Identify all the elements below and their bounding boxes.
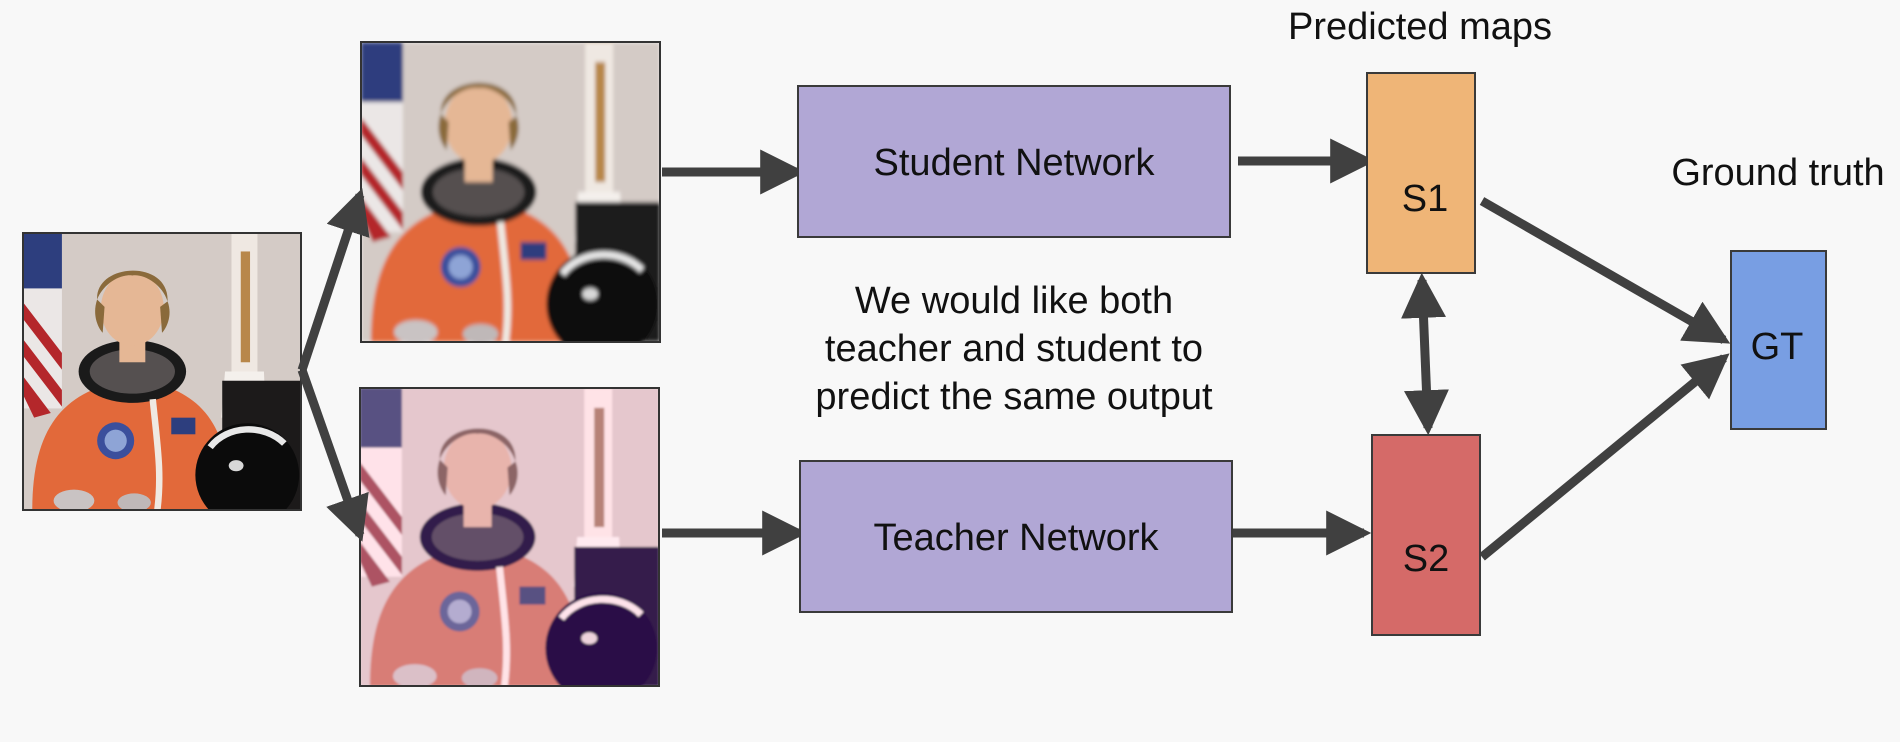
note-line-3: predict the same output: [815, 376, 1213, 418]
student-network-box: Student Network: [797, 85, 1231, 238]
s2-label: S2: [1403, 538, 1449, 580]
note-line-2: teacher and student to: [825, 328, 1203, 370]
student-network-label: Student Network: [874, 142, 1156, 184]
ground-truth-label: Ground truth: [1671, 152, 1884, 194]
input-image: [22, 232, 302, 511]
teacher-network-label: Teacher Network: [873, 517, 1159, 559]
s1-label: S1: [1402, 178, 1448, 220]
gt-label: GT: [1751, 326, 1804, 368]
low-res-image: [360, 41, 661, 343]
arrows: [297, 138, 1731, 561]
gt-map-box: GT: [1730, 250, 1827, 430]
note-line-1: We would like both: [855, 280, 1173, 322]
arrow-s2-to-gt: [1479, 353, 1730, 561]
teacher-network-box: Teacher Network: [799, 460, 1233, 613]
arrow-s1-s2-consistency: [1401, 272, 1449, 436]
predicted-maps-label: Predicted maps: [1288, 6, 1552, 48]
s1-map-box: S1: [1366, 72, 1476, 274]
s2-map-box: S2: [1371, 434, 1481, 636]
consistency-note: We would like both teacher and student t…: [815, 280, 1213, 418]
arrow-input-to-student-image: [297, 188, 370, 372]
teacher-image: [359, 387, 660, 687]
arrow-s1-to-gt: [1479, 197, 1731, 344]
arrow-input-to-teacher-image: [297, 368, 369, 542]
